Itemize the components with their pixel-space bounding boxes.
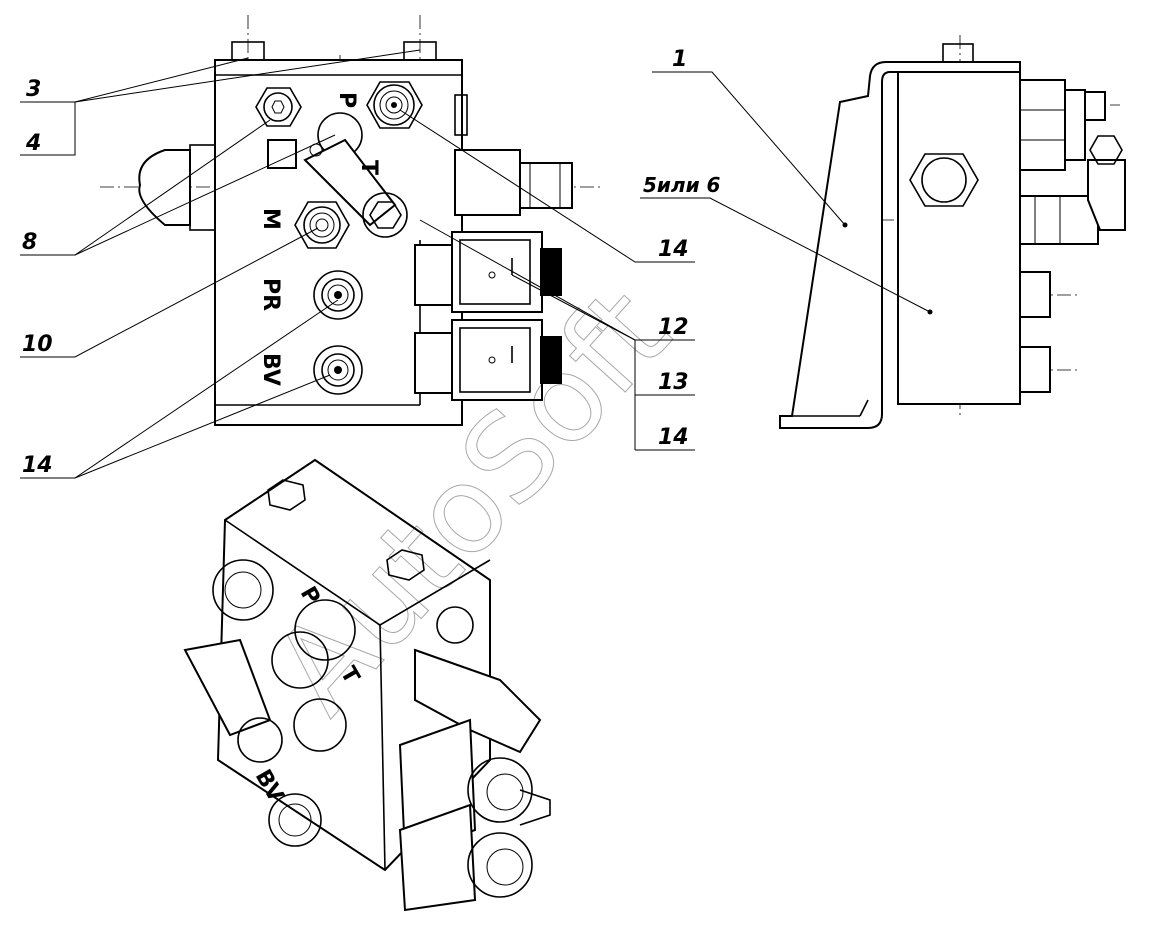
callout-14-bottom: 14 (658, 425, 689, 450)
top-bolt-right (403, 41, 437, 61)
leader-lines (20, 49, 933, 479)
port-label-bv: BV (258, 353, 283, 386)
hex-plug-port (255, 87, 302, 127)
mounting-bracket (779, 61, 1021, 429)
port-label-t: T (356, 160, 381, 175)
callout-5-or-6: 5или 6 (643, 173, 721, 197)
port-p-fitting (366, 81, 423, 129)
callout-1: 1 (672, 47, 687, 72)
left-dome-plug (138, 149, 191, 226)
port-m-fitting (294, 201, 350, 249)
top-bolt-left (231, 41, 265, 61)
callout-12: 12 (658, 315, 689, 340)
solenoid-coil-lower (414, 319, 562, 401)
port-t-elbow-fitting (267, 112, 408, 238)
isometric-view: P T BV (183, 458, 551, 912)
side-hex-plug (909, 153, 979, 207)
port-label-pr: PR (258, 278, 283, 311)
callout-13: 13 (658, 370, 689, 395)
front-view: P T M PR BV (100, 15, 600, 426)
port-label-m: M (258, 208, 283, 230)
port-bv-fitting (313, 345, 363, 395)
callout-8: 8 (22, 230, 37, 255)
callout-14-right: 14 (658, 237, 689, 262)
callout-labels: 3 4 8 10 14 14 12 13 14 1 5или 6 (22, 47, 721, 478)
port-pr-fitting (313, 270, 363, 320)
callout-3: 3 (26, 77, 41, 102)
solenoid-coil-upper (414, 231, 562, 313)
side-view (779, 35, 1126, 429)
callout-4: 4 (25, 131, 41, 156)
callout-14-left: 14 (22, 453, 53, 478)
port-label-p: P (334, 92, 359, 108)
side-block-body (897, 71, 1021, 405)
callout-10: 10 (22, 332, 53, 357)
